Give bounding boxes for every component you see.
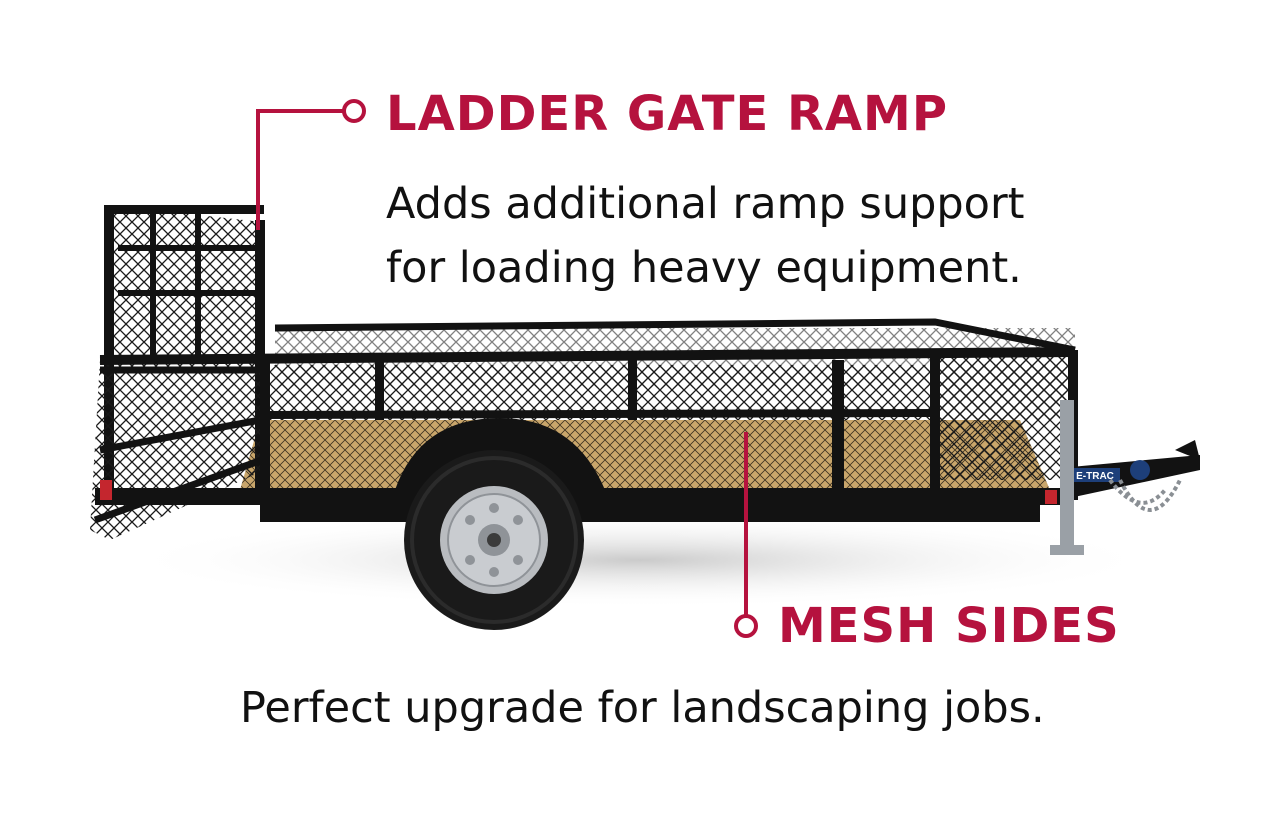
- wheel: [404, 450, 584, 630]
- callout-dot-icon: [342, 99, 366, 123]
- mesh-sides-description: Perfect upgrade for landscaping jobs.: [240, 683, 1045, 733]
- tail-light-right: [1045, 490, 1057, 504]
- mesh-sides-title: MESH SIDES: [778, 598, 1120, 654]
- near-side-mesh: [99, 347, 1078, 520]
- brand-badge: E-TRAC: [1076, 471, 1114, 482]
- tail-light-left: [100, 480, 112, 500]
- ladder-gate-ramp-description: Adds additional ramp support for loading…: [386, 172, 1025, 300]
- trailer-deck: [240, 420, 1050, 490]
- ladder-description-line: Adds additional ramp support: [386, 179, 1025, 229]
- ladder-gate-ramp-title: LADDER GATE RAMP: [386, 86, 948, 142]
- ladder-callout-leader: [256, 99, 366, 230]
- frame-rail: [95, 488, 1060, 505]
- ground-shadow: [120, 512, 1160, 608]
- ladder-description-line: for loading heavy equipment.: [386, 243, 1022, 293]
- mesh-callout-leader: [734, 432, 758, 638]
- callout-dot-icon: [734, 614, 758, 638]
- tongue-and-hitch: E-TRAC: [1050, 400, 1200, 555]
